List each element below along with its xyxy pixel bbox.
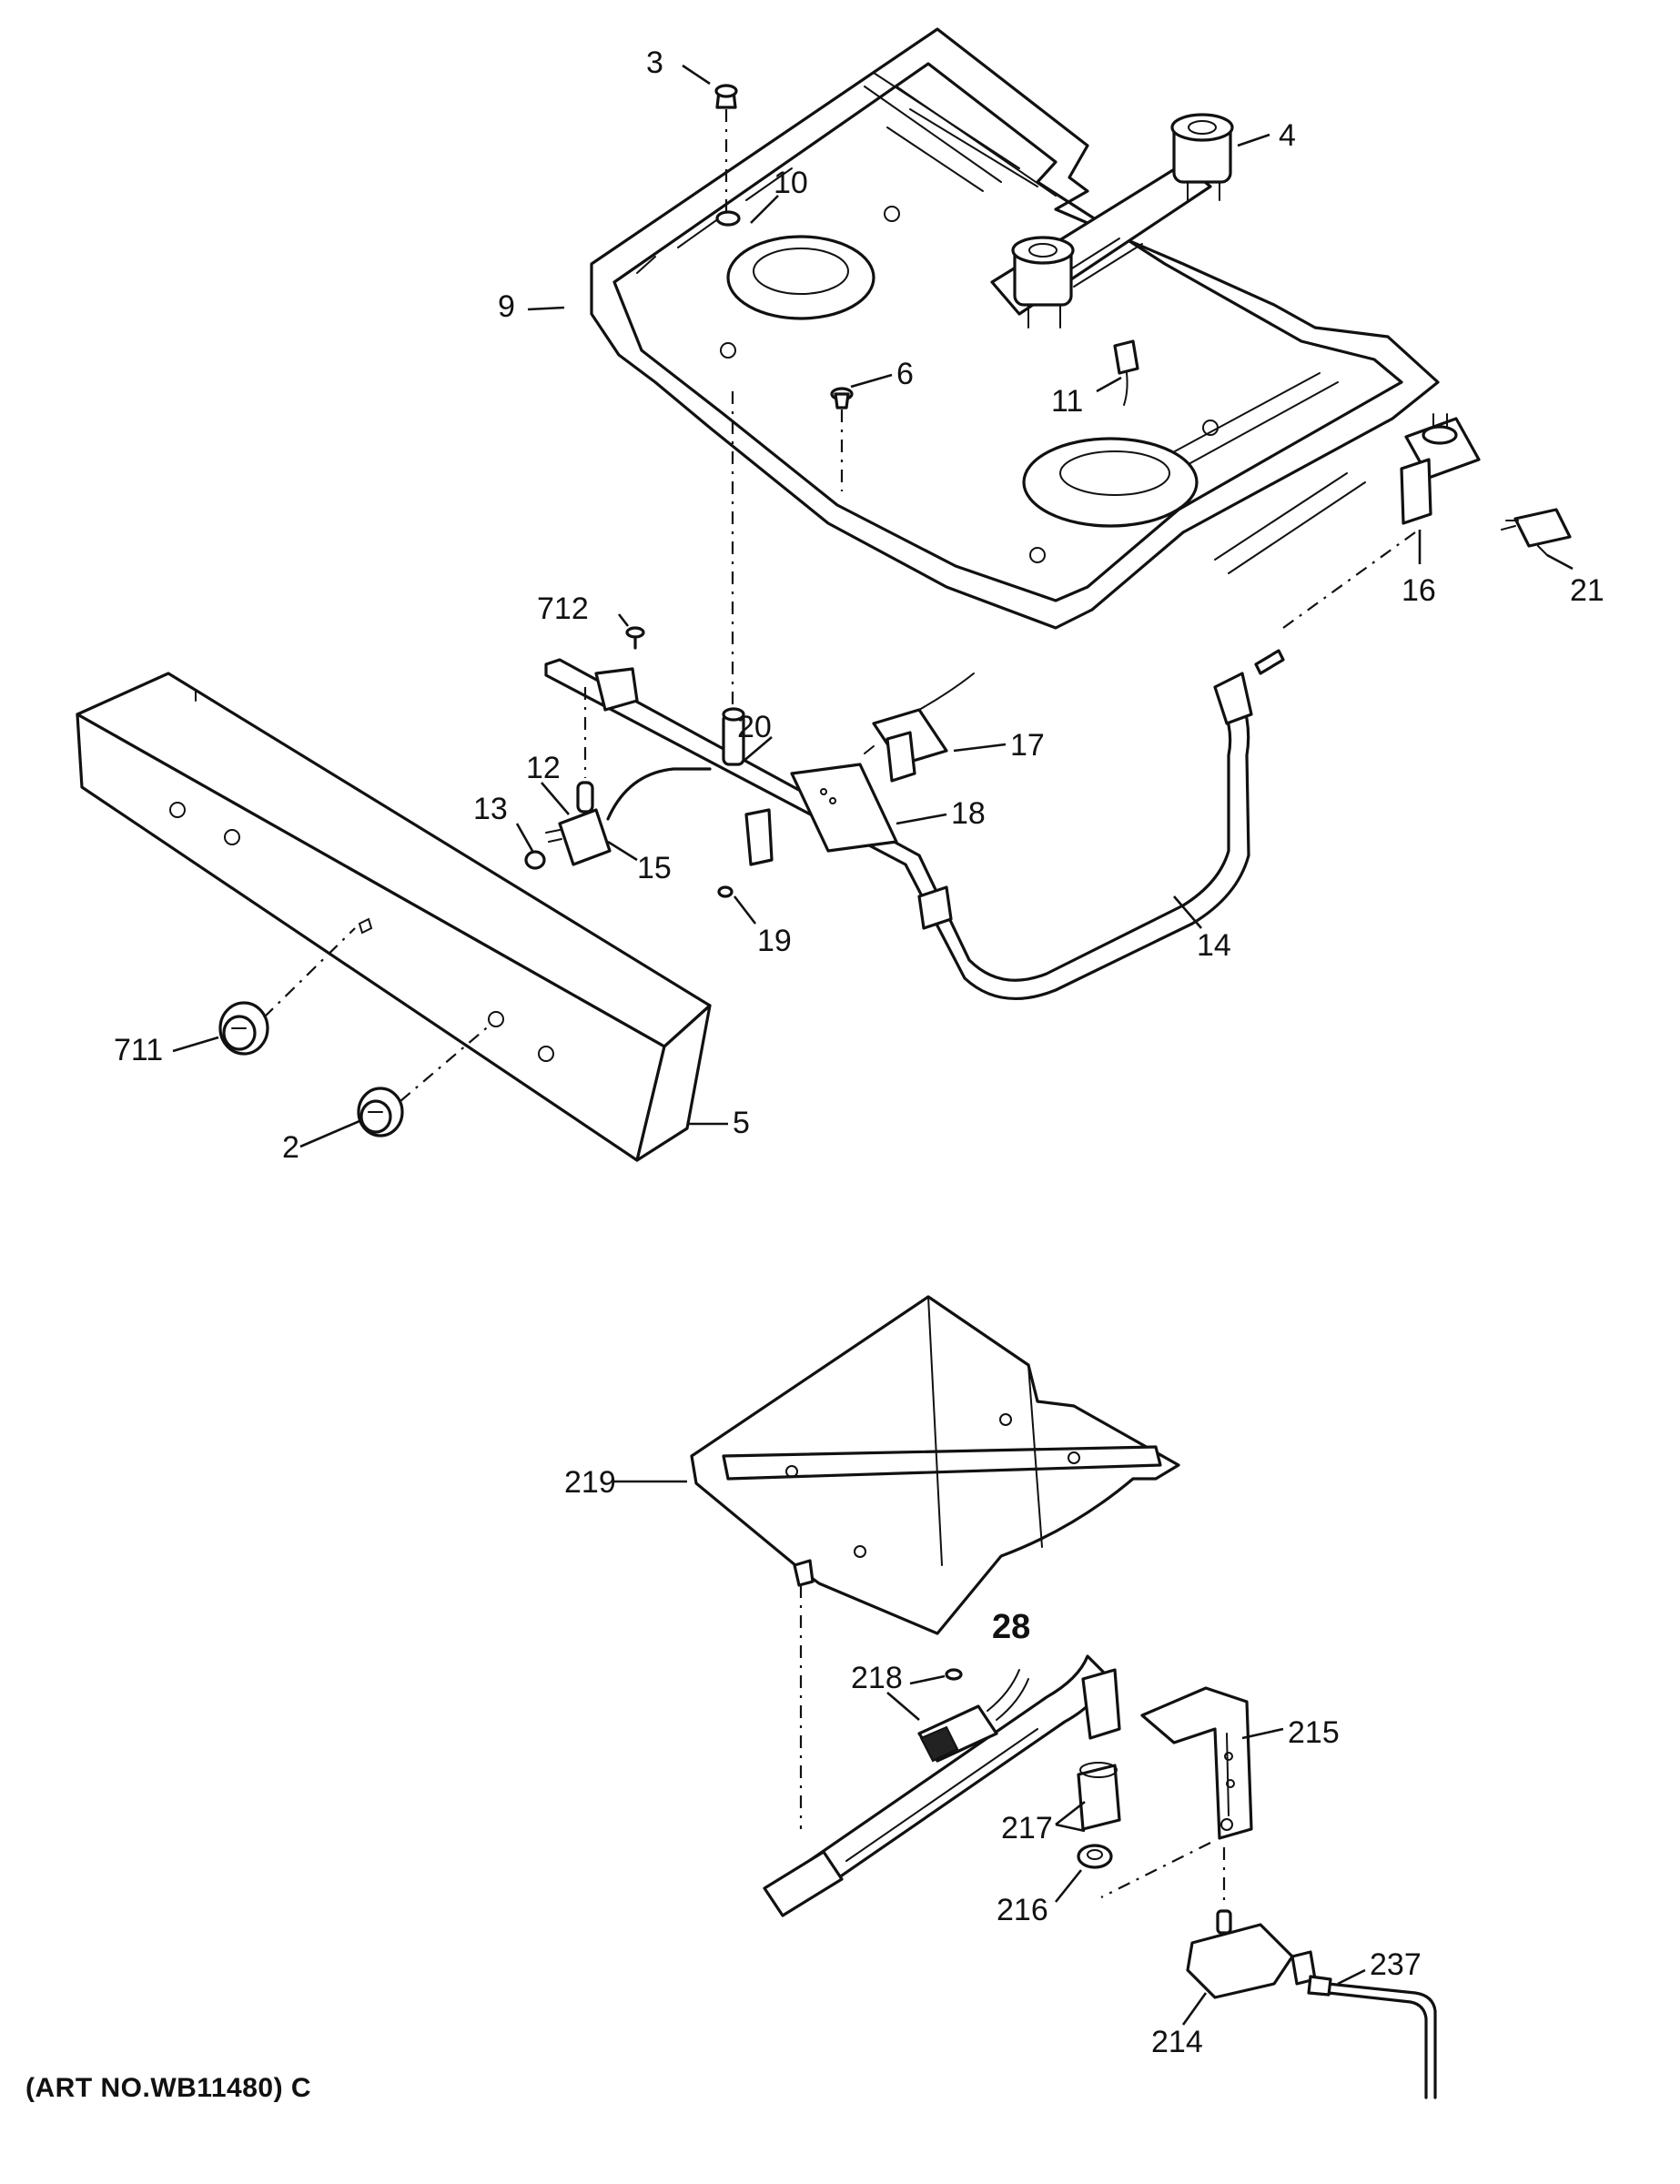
manifold-pipe-14 <box>544 649 1285 1000</box>
callout-5: 5 <box>733 1106 750 1140</box>
burner-valve-assembly <box>990 113 1234 329</box>
callout-18: 18 <box>951 796 986 831</box>
broiler-burner <box>763 1654 1121 1917</box>
art-number-caption: (ART NO.WB11480) C <box>25 2073 312 2103</box>
screw-3 <box>714 84 738 109</box>
screw-28 <box>945 1668 963 1681</box>
nut-13 <box>524 850 546 870</box>
callout-6: 6 <box>896 357 914 391</box>
callout-20: 20 <box>737 710 772 744</box>
callout-16: 16 <box>1402 573 1436 608</box>
alignment-line-2 <box>400 1023 492 1102</box>
callout-2: 2 <box>282 1130 299 1165</box>
screw-712 <box>625 626 645 650</box>
callout-12: 12 <box>526 751 561 785</box>
orifice-20 <box>722 707 745 766</box>
callout-17: 17 <box>1010 728 1045 763</box>
control-panel-5 <box>76 672 712 1162</box>
screw-19 <box>717 885 734 898</box>
callout-216: 216 <box>997 1893 1048 1927</box>
gas-valve-16 <box>1400 413 1481 525</box>
bracket-215 <box>1140 1686 1253 1840</box>
callout-711: 711 <box>114 1033 163 1067</box>
alignment-line-3 <box>724 109 734 710</box>
bracket-18 <box>790 763 898 853</box>
heat-shield-219 <box>690 1295 1180 1635</box>
callout-215: 215 <box>1288 1715 1340 1750</box>
callout-11: 11 <box>1051 384 1083 419</box>
grommet-10 <box>715 210 741 227</box>
tube-237 <box>1307 1975 1437 2099</box>
switch-17 <box>864 672 975 783</box>
callout-4: 4 <box>1279 118 1296 153</box>
alignment-line-215 <box>1100 1842 1226 1906</box>
leader-lines <box>172 64 1574 2026</box>
valve-15 <box>545 767 712 866</box>
callout-15: 15 <box>637 851 672 885</box>
callout-19: 19 <box>757 924 792 958</box>
callout-219: 219 <box>564 1465 616 1500</box>
callout-labels: 3 4 10 9 6 11 16 21 712 20 17 12 18 13 1… <box>114 46 1604 2059</box>
callout-10: 10 <box>774 166 808 200</box>
callout-712: 712 <box>537 592 589 626</box>
igniter-218 <box>917 1669 1029 1763</box>
callout-214: 214 <box>1151 2025 1203 2059</box>
callout-21: 21 <box>1570 573 1604 608</box>
callout-217: 217 <box>1001 1811 1053 1845</box>
callout-237: 237 <box>1370 1947 1422 1982</box>
knob-711 <box>218 1001 269 1056</box>
callout-14: 14 <box>1197 928 1231 963</box>
alignment-line-16 <box>1282 531 1416 629</box>
callout-9: 9 <box>498 289 515 324</box>
valve-214 <box>1186 1909 1317 1999</box>
callout-3: 3 <box>646 46 663 80</box>
callout-28: 28 <box>992 1608 1030 1646</box>
clip-217 <box>1077 1762 1121 1831</box>
burner-box-pan <box>590 27 1440 630</box>
knob-2 <box>357 1087 404 1138</box>
screw-6 <box>830 387 854 410</box>
nut-216 <box>1077 1844 1113 1869</box>
alignment-line-711 <box>263 927 356 1018</box>
switch-21 <box>1501 508 1572 556</box>
clip-11 <box>1113 339 1139 406</box>
callout-218: 218 <box>851 1661 903 1695</box>
callout-13: 13 <box>473 792 508 826</box>
